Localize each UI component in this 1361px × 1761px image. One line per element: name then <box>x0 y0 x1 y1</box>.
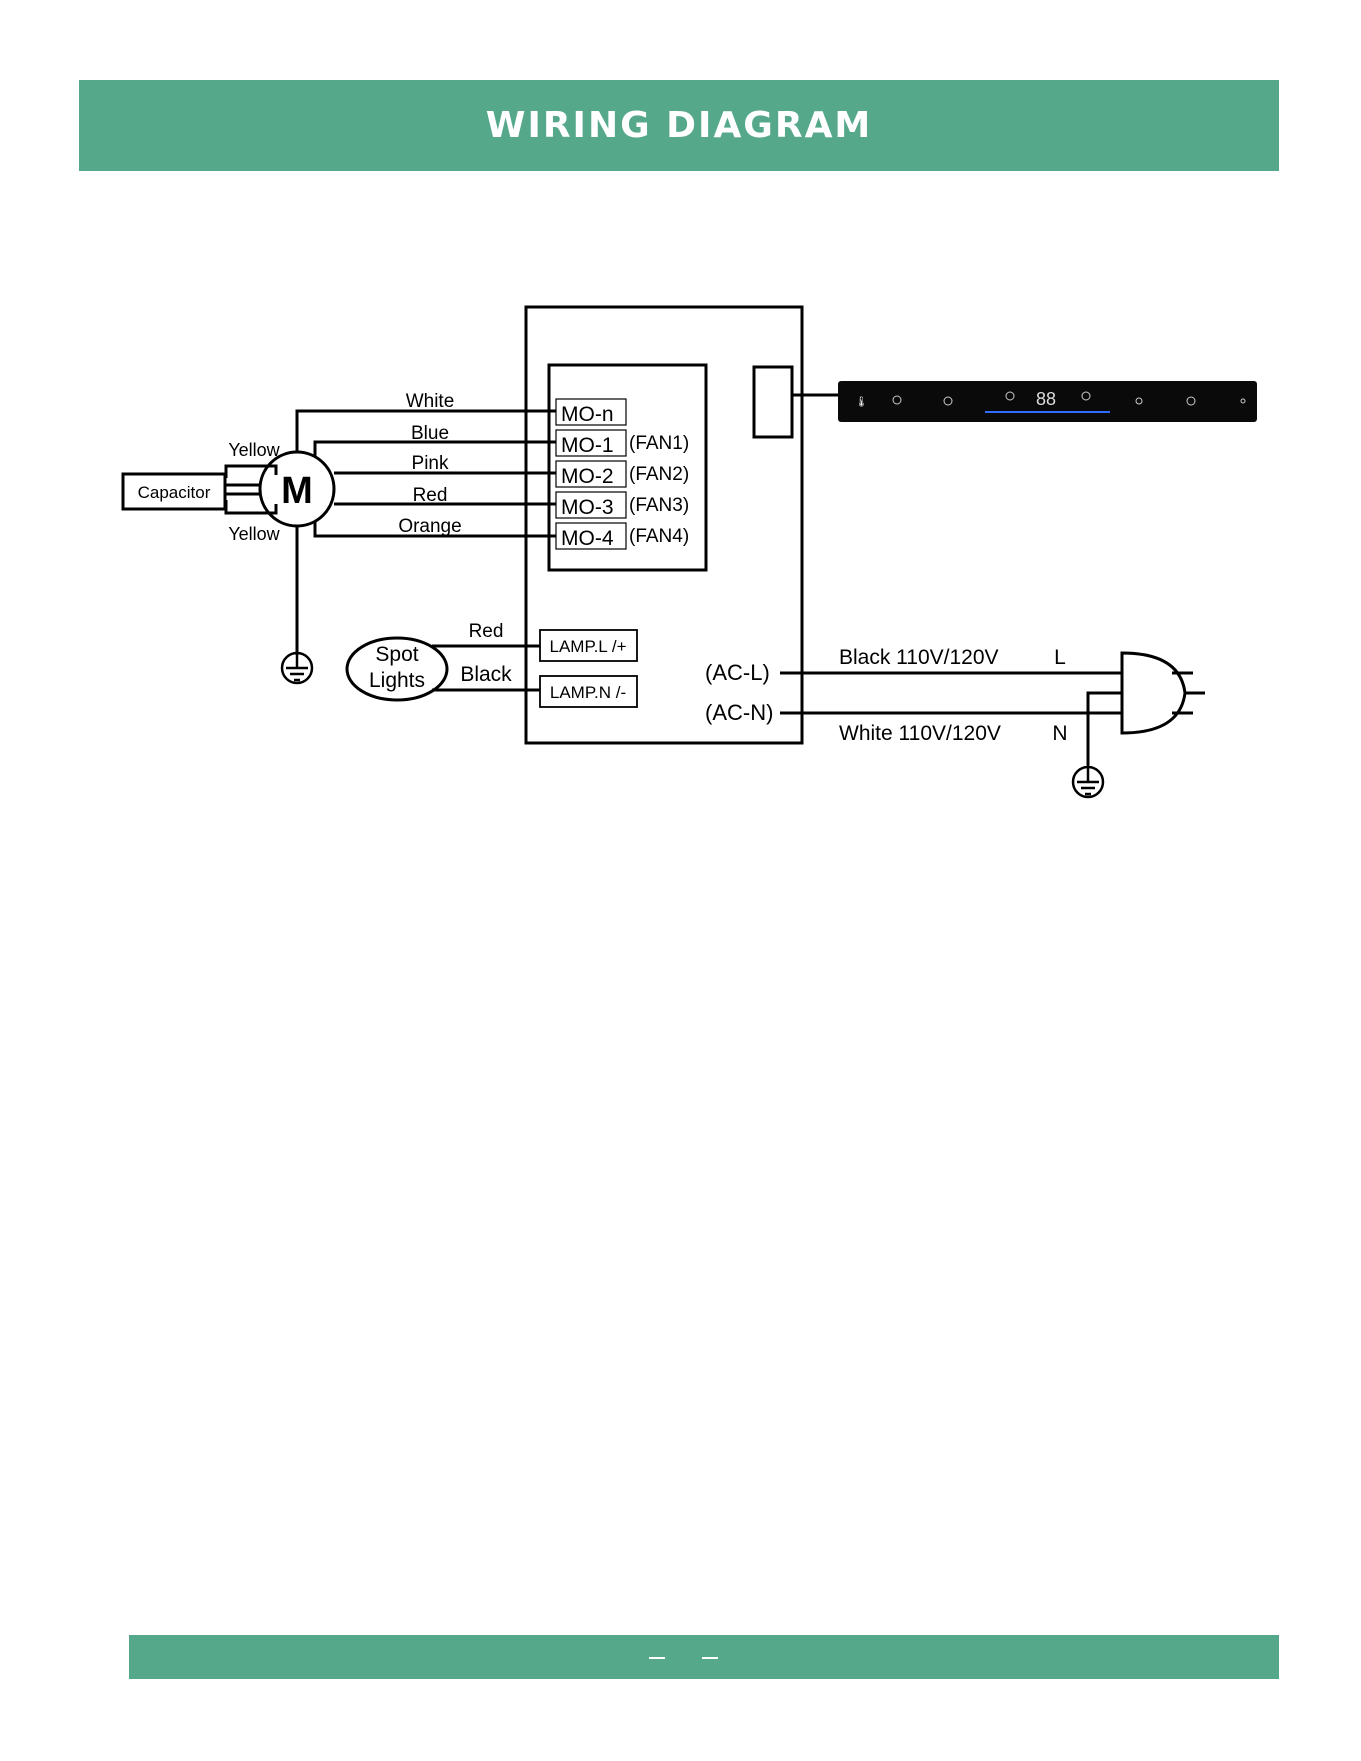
plug-ground-icon <box>1073 765 1103 797</box>
label-fan2: (FAN2) <box>629 464 689 485</box>
spot-lights-label-2: Lights <box>369 669 425 692</box>
label-fan1: (FAN1) <box>629 433 689 454</box>
motor-label: M <box>281 470 313 512</box>
thermometer-icon: 🌡 <box>855 396 868 408</box>
label-l: L <box>1054 646 1066 669</box>
motor-ground-icon <box>282 653 312 683</box>
terminal-mo-1: MO-1 <box>561 434 614 457</box>
speed-display: 88 <box>1036 389 1056 409</box>
footer-bar <box>129 1635 1279 1679</box>
display-connector <box>754 367 792 437</box>
lamp-n-label: LAMP.N /- <box>550 683 626 702</box>
label-lamp-red: Red <box>469 621 504 642</box>
label-red: Red <box>413 485 448 506</box>
terminal-mo-n: MO-n <box>561 403 614 426</box>
label-yellow-bottom: Yellow <box>228 524 280 544</box>
label-blue: Blue <box>411 423 449 444</box>
label-ac-l: (AC-L) <box>705 660 770 685</box>
control-panel: 🌡 88 <box>838 381 1257 422</box>
terminal-mo-3: MO-3 <box>561 496 614 519</box>
label-white: White <box>406 391 455 412</box>
terminal-mo-2: MO-2 <box>561 465 614 488</box>
label-n: N <box>1052 722 1067 745</box>
footer-dash-right <box>702 1657 718 1659</box>
label-white-110v: White 110V/120V <box>839 722 1001 745</box>
label-fan3: (FAN3) <box>629 495 689 516</box>
label-orange: Orange <box>398 516 461 537</box>
label-yellow-top: Yellow <box>228 440 280 460</box>
lamp-l-label: LAMP.L /+ <box>549 637 626 656</box>
label-lamp-black: Black <box>460 663 512 686</box>
label-pink: Pink <box>412 453 449 474</box>
label-ac-n: (AC-N) <box>705 700 773 725</box>
capacitor-label: Capacitor <box>138 483 211 502</box>
footer-dash-left <box>649 1657 665 1659</box>
spot-lights-label-1: Spot <box>375 643 418 666</box>
power-wires <box>780 673 1122 765</box>
label-fan4: (FAN4) <box>629 526 689 547</box>
terminal-mo-4: MO-4 <box>561 527 614 550</box>
power-plug-icon <box>1122 653 1205 733</box>
label-black-110v: Black 110V/120V <box>839 646 999 669</box>
